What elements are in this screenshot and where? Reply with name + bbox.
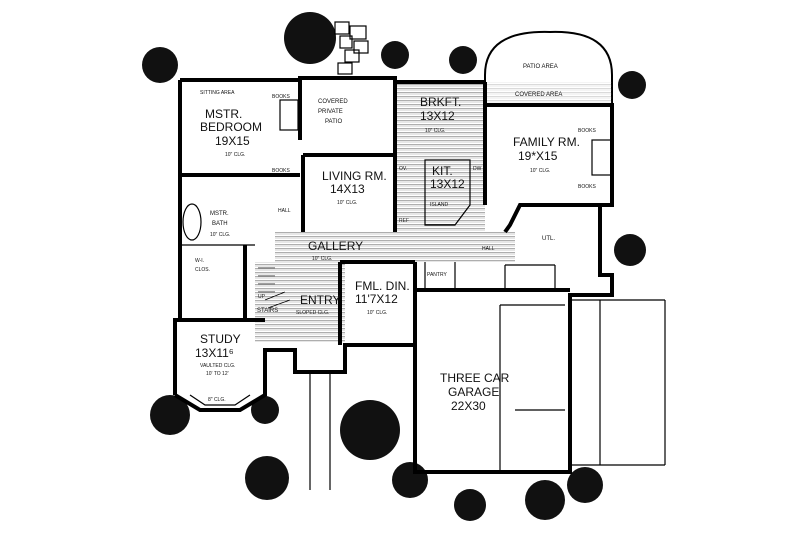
covered-patio-label-1: COVERED — [318, 99, 348, 105]
tree-icon — [449, 46, 477, 74]
gallery-label: GALLERY — [308, 239, 363, 253]
mstr-bedroom-label-2: BEDROOM — [200, 120, 262, 134]
kit-label: KIT. — [432, 164, 453, 178]
covered-patio-label-3: PATIO — [325, 119, 342, 125]
garage-label-2: GARAGE — [448, 385, 499, 399]
garage-label-1: THREE CAR — [440, 371, 510, 385]
tree-icon — [245, 456, 289, 500]
mstr-bath-label-1: MSTR. — [210, 211, 229, 217]
fml-din-dim: 11'7X12 — [355, 292, 398, 306]
pantry-label: PANTRY — [427, 272, 447, 278]
covered-patio-label-2: PRIVATE — [318, 109, 343, 115]
covered-area-label: COVERED AREA — [515, 92, 562, 98]
stairs-icon — [258, 267, 291, 309]
utility-label: UTL. — [542, 236, 555, 242]
study-label: STUDY — [200, 332, 241, 346]
tree-icon — [392, 462, 428, 498]
books-label-4: BOOKS — [272, 168, 290, 174]
books-label-2: BOOKS — [578, 128, 596, 134]
mstr-bedroom-dim: 19X15 — [215, 134, 250, 148]
tree-icon — [142, 47, 178, 83]
garage-dim: 22X30 — [451, 399, 486, 413]
ref-label: REF — [399, 218, 409, 224]
mstr-bedroom-clg: 10" CLG. — [225, 152, 245, 158]
stairs-label: STAIRS — [257, 308, 278, 314]
oven-label: OV. — [399, 166, 407, 172]
tree-icon — [150, 395, 190, 435]
covered-area-band — [485, 82, 612, 104]
up-label: UP — [258, 294, 266, 300]
tree-icon — [381, 41, 409, 69]
study-clg-2: 10' TO 12' — [206, 371, 229, 377]
island-label: ISLAND — [430, 202, 448, 208]
books-label: BOOKS — [272, 94, 290, 100]
hall-label-2: HALL — [482, 246, 495, 252]
wi-clos-label-2: CLOS. — [195, 267, 210, 273]
entry-label: ENTRY — [300, 293, 340, 307]
gallery-clg: 10" CLG. — [312, 256, 332, 262]
interior-walls — [180, 80, 666, 490]
mstr-bath-label-2: BATH — [212, 221, 228, 227]
living-rm-dim: 14X13 — [330, 182, 365, 196]
books-label-3: BOOKS — [578, 184, 596, 190]
stone-path — [334, 21, 369, 75]
wi-clos-label-1: W-I. — [195, 258, 204, 264]
room-labels: SITTING AREA BOOKS MSTR. BEDROOM 19X15 1… — [195, 64, 596, 413]
tree-icon — [567, 467, 603, 503]
brkft-label: BRKFT. — [420, 95, 461, 109]
fml-din-clg: 10" CLG. — [367, 310, 387, 316]
entry-clg: SLOPED CLG. — [296, 310, 329, 316]
entry-floor — [255, 262, 345, 342]
sitting-area-label: SITTING AREA — [200, 90, 235, 96]
fml-din-label: FML. DIN. — [355, 279, 410, 293]
mstr-bath-clg: 10" CLG. — [210, 232, 230, 238]
patio-arch — [484, 30, 613, 106]
tree-icon — [614, 234, 646, 266]
family-rm-label: FAMILY RM. — [513, 135, 580, 149]
study-dim: 13X11⁶ — [195, 346, 234, 360]
dishwasher-label: DW — [473, 166, 482, 172]
breakfast-floor — [395, 82, 485, 232]
family-rm-clg: 10" CLG. — [530, 168, 550, 174]
tree-icon — [618, 71, 646, 99]
tree-icon — [454, 489, 486, 521]
exterior-walls — [173, 76, 614, 474]
tree-icon — [340, 400, 400, 460]
tree-icon — [525, 480, 565, 520]
hall-label: HALL — [278, 208, 291, 214]
brkft-clg: 10" CLG. — [425, 128, 445, 134]
living-rm-clg: 10" CLG. — [337, 200, 357, 206]
tree-icon — [284, 12, 336, 64]
study-clg-1: VAULTED CLG. — [200, 363, 235, 369]
mstr-bedroom-label: MSTR. — [205, 107, 242, 121]
study-bay-clg: 8" CLG. — [208, 397, 226, 403]
gallery-floor — [275, 232, 515, 262]
tree-icon — [251, 396, 279, 424]
kit-dim: 13X12 — [430, 177, 465, 191]
brkft-dim: 13X12 — [420, 109, 455, 123]
patio-area-label: PATIO AREA — [523, 64, 558, 70]
living-rm-label: LIVING RM. — [322, 169, 387, 183]
family-rm-dim: 19*X15 — [518, 149, 558, 163]
